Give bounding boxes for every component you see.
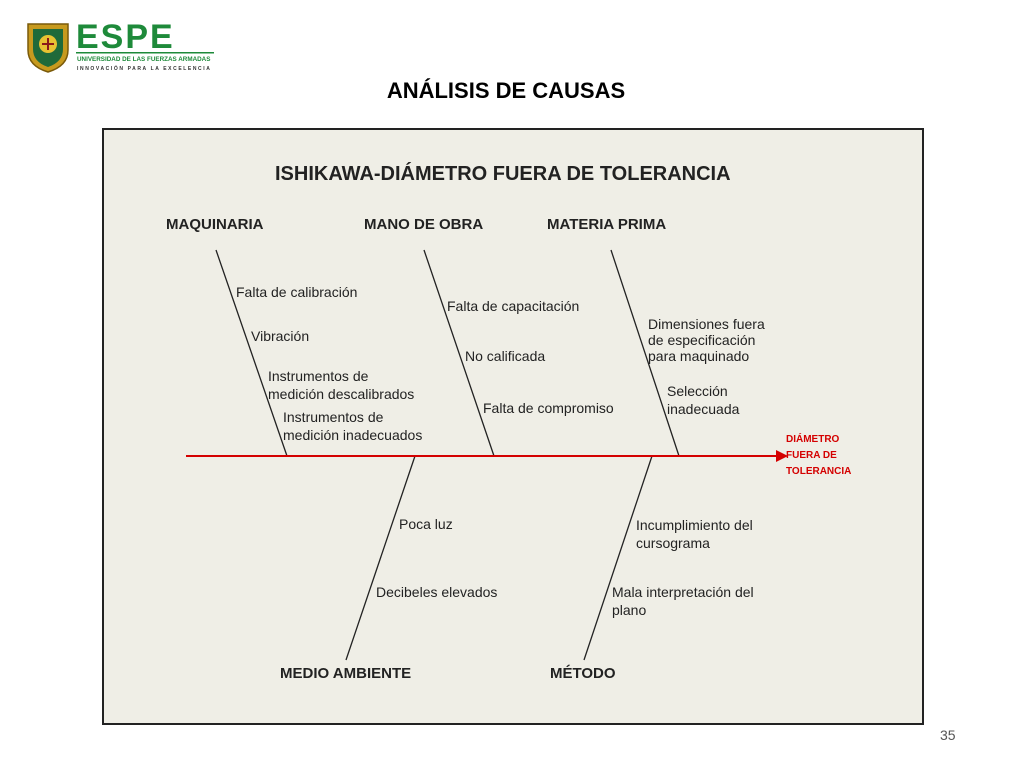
cause-text: Instrumentos de bbox=[283, 409, 384, 425]
cause-text: Falta de compromiso bbox=[483, 400, 614, 416]
cause-text: Decibeles elevados bbox=[376, 584, 497, 600]
cause-text: Poca luz bbox=[399, 516, 453, 532]
espe-logo: ESPE UNIVERSIDAD DE LAS FUERZAS ARMADAS … bbox=[27, 18, 214, 73]
bone-medio-ambiente bbox=[345, 455, 416, 661]
category-mano-de-obra: MANO DE OBRA bbox=[364, 216, 483, 233]
cause-text: Incumplimiento del bbox=[636, 517, 753, 533]
slide-title: ANÁLISIS DE CAUSAS bbox=[386, 78, 626, 103]
bone-maquinaria bbox=[215, 249, 288, 457]
diagram-title: ISHIKAWA-DIÁMETRO FUERA DE TOLERANCIA bbox=[275, 162, 731, 185]
effect-line-3: TOLERANCIA bbox=[786, 466, 851, 477]
cause-text: de especificación bbox=[648, 332, 755, 348]
cause-text: cursograma bbox=[636, 535, 710, 551]
bone-metodo bbox=[583, 455, 653, 661]
university-crest-icon bbox=[27, 23, 69, 73]
arrowhead-icon bbox=[776, 450, 788, 462]
cause-text: inadecuada bbox=[667, 401, 740, 417]
logo-tagline: INNOVACIÓN PARA LA EXCELENCIA bbox=[77, 64, 211, 72]
category-maquinaria: MAQUINARIA bbox=[166, 216, 264, 233]
ishikawa-diagram: ISHIKAWA-DIÁMETRO FUERA DE TOLERANCIA MA… bbox=[102, 128, 924, 725]
effect-line-2: FUERA DE bbox=[786, 450, 837, 461]
cause-text: Vibración bbox=[251, 328, 309, 344]
category-metodo: MÉTODO bbox=[550, 665, 616, 682]
logo-subtitle: UNIVERSIDAD DE LAS FUERZAS ARMADAS bbox=[77, 56, 210, 63]
category-materia-prima: MATERIA PRIMA bbox=[547, 216, 666, 233]
cause-text: plano bbox=[612, 602, 646, 618]
cause-text: Falta de calibración bbox=[236, 284, 357, 300]
bone-materia-prima bbox=[610, 249, 680, 457]
cause-text: para maquinado bbox=[648, 348, 749, 364]
cause-text: Mala interpretación del bbox=[612, 584, 754, 600]
cause-text: Selección bbox=[667, 383, 728, 399]
logo-wordmark: ESPE bbox=[76, 18, 175, 56]
cause-text: Instrumentos de bbox=[268, 368, 369, 384]
bone-mano-de-obra bbox=[423, 249, 495, 457]
cause-text: medición descalibrados bbox=[268, 386, 414, 402]
cause-text: Dimensiones fuera bbox=[648, 316, 765, 332]
page-number: 35 bbox=[940, 727, 956, 743]
category-medio-ambiente: MEDIO AMBIENTE bbox=[280, 665, 411, 682]
effect-line-1: DIÁMETRO bbox=[786, 432, 840, 445]
cause-text: Falta de capacitación bbox=[447, 298, 579, 314]
cause-text: medición inadecuados bbox=[283, 427, 422, 443]
cause-text: No calificada bbox=[465, 348, 545, 364]
